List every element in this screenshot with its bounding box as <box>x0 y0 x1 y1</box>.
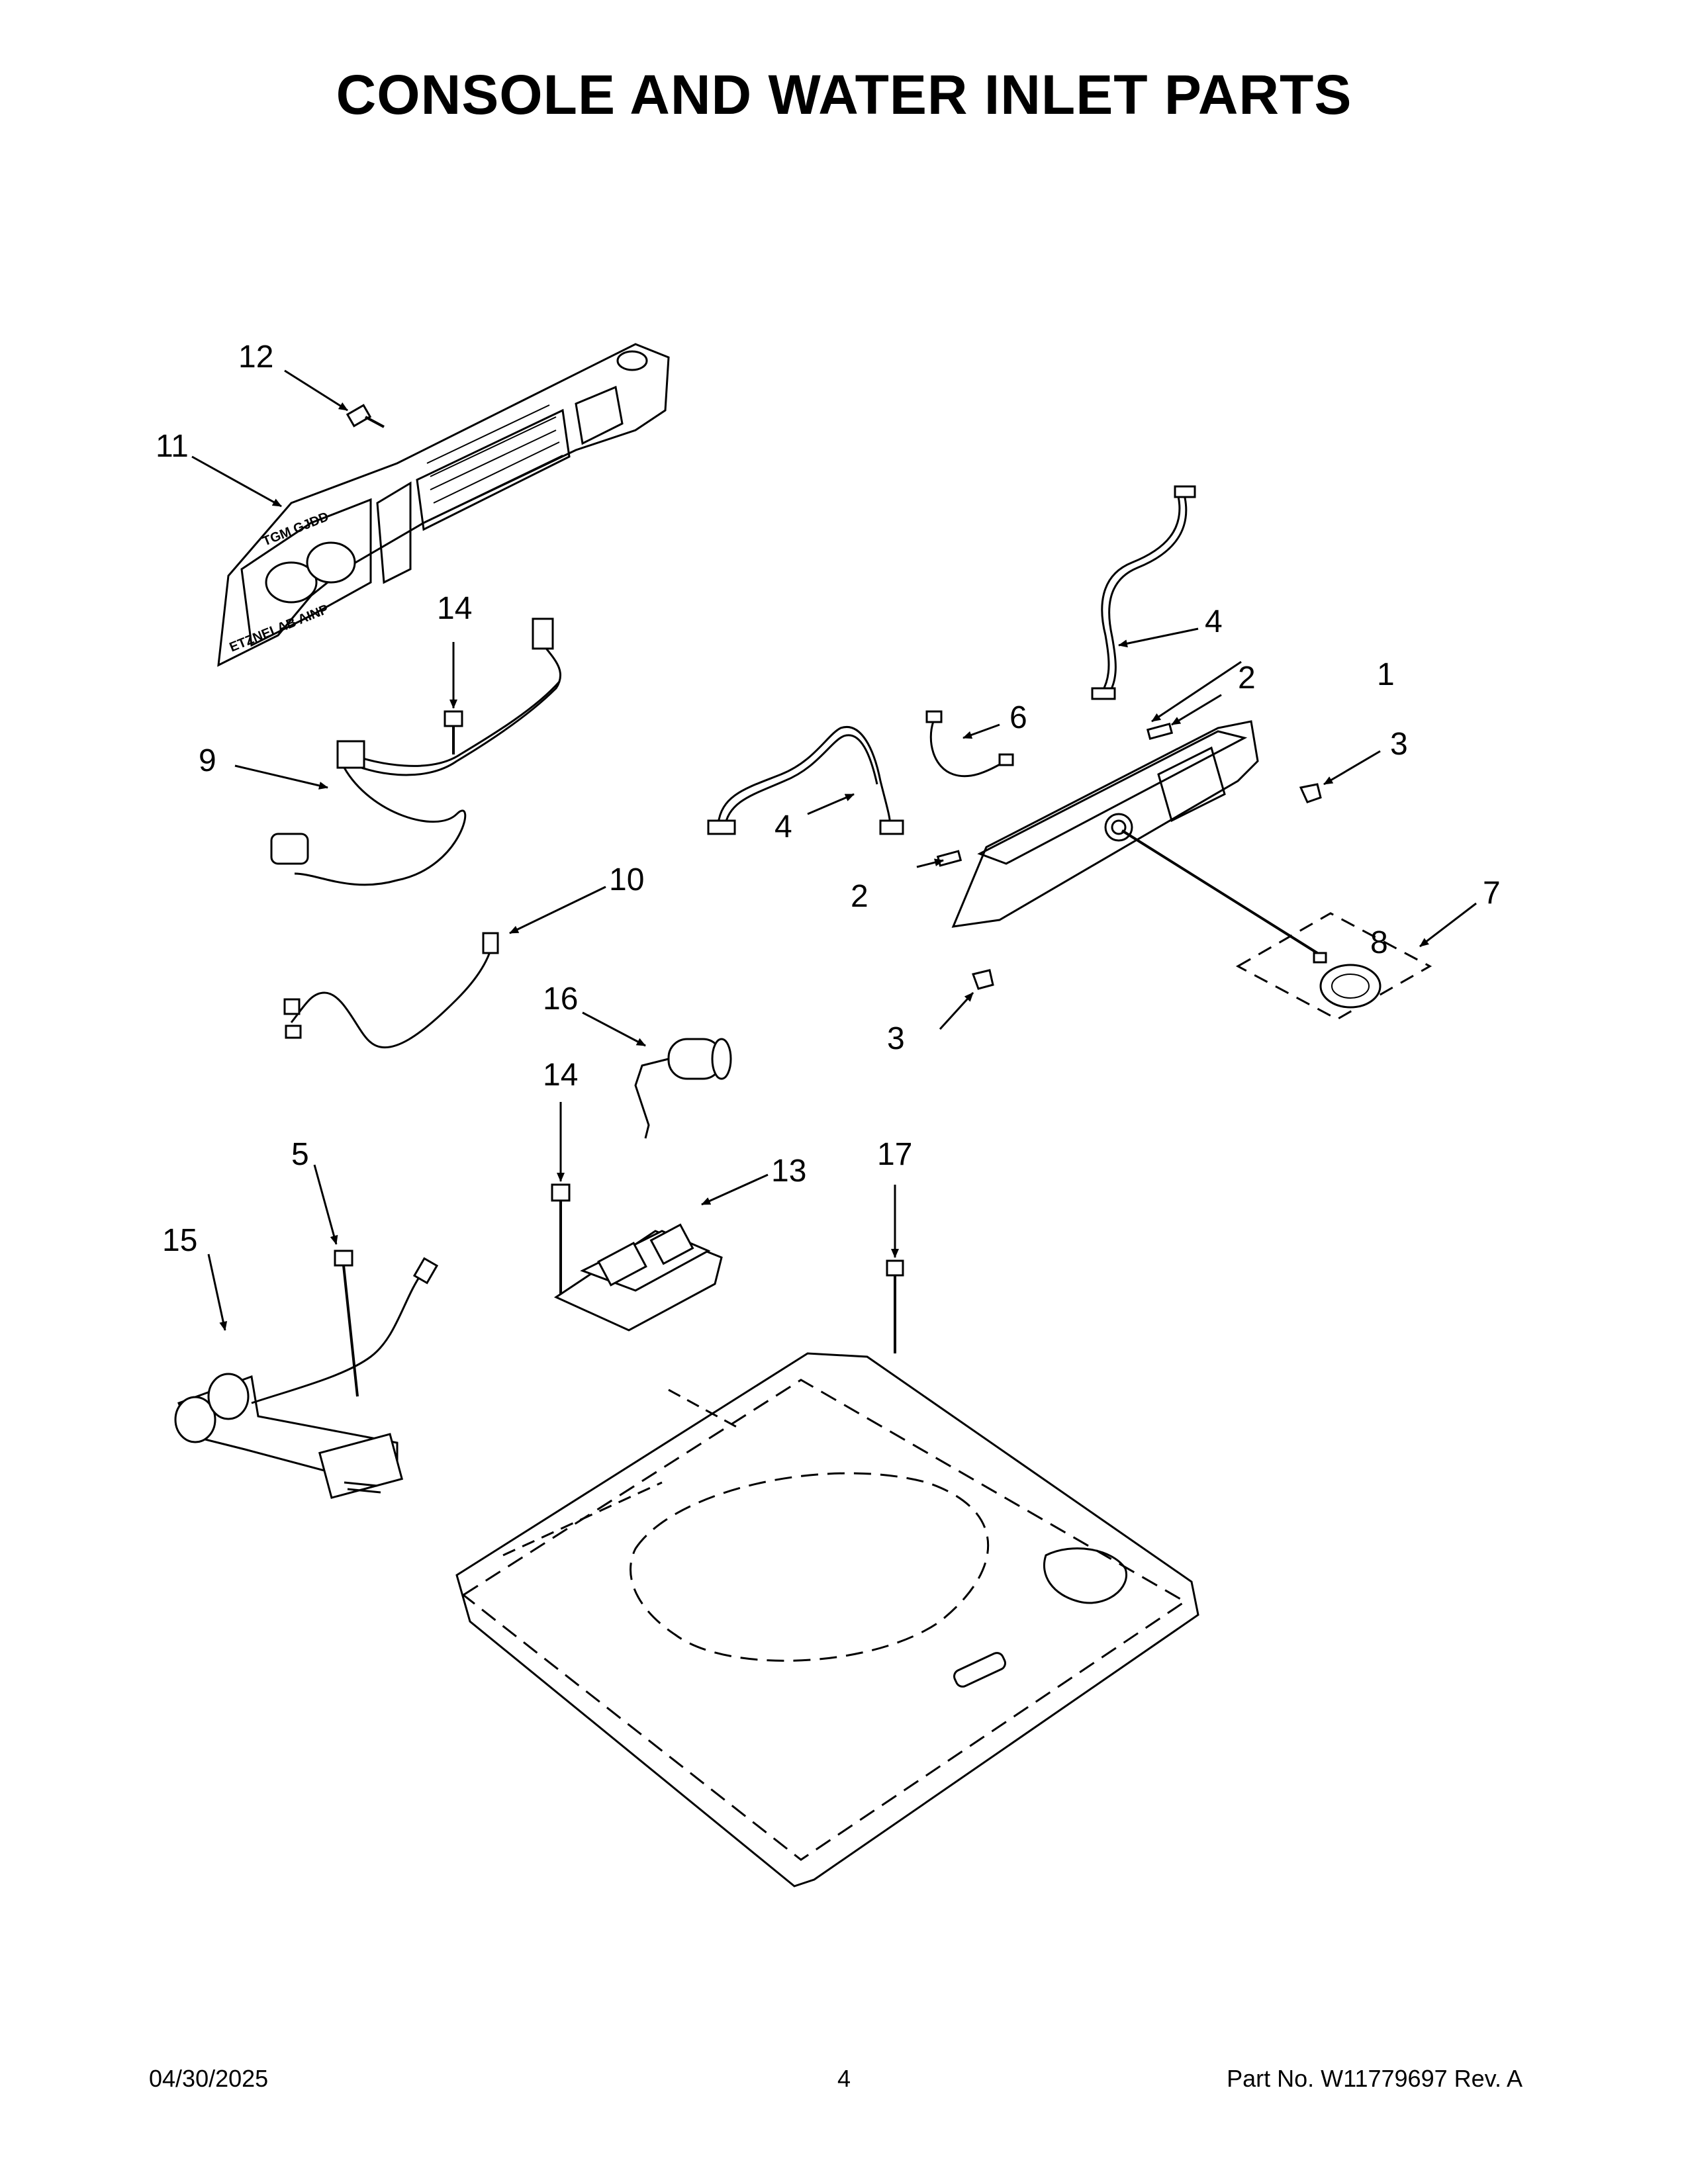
callout-6: 6 <box>1009 700 1027 735</box>
top-deck-frame <box>455 1352 1199 1888</box>
knob-assembly-7 <box>1121 829 1432 1021</box>
wire-harness-10 <box>283 932 499 1049</box>
wire-harness-4-upper <box>1091 485 1196 700</box>
callout-15: 15 <box>162 1223 197 1258</box>
callout-8: 8 <box>1370 925 1388 960</box>
callout-2b: 2 <box>851 879 868 914</box>
wire-harness-6 <box>925 710 1014 778</box>
callout-11: 11 <box>156 429 189 464</box>
screw-17 <box>886 1259 904 1353</box>
callout-16: 16 <box>543 981 578 1017</box>
screw-12 <box>346 404 385 428</box>
page-title: CONSOLE AND WATER INLET PARTS <box>336 64 1352 126</box>
callout-14b: 14 <box>543 1058 578 1093</box>
footer-page-number: 4 <box>837 2065 851 2092</box>
control-board-13 <box>553 1223 723 1332</box>
callout-5: 5 <box>291 1137 309 1172</box>
wire-harness-9 <box>270 617 561 886</box>
callout-9: 9 <box>199 743 216 778</box>
knob <box>1319 964 1382 1009</box>
callout-3b: 3 <box>887 1021 905 1056</box>
leader-arrows <box>191 369 1477 1331</box>
footer-part-number: Part No. W11779697 Rev. A <box>1227 2065 1523 2092</box>
callout-7: 7 <box>1483 876 1501 911</box>
footer-date: 04/30/2025 <box>149 2065 269 2092</box>
clip-3-lower <box>972 969 994 990</box>
knob-insert-8 <box>1313 952 1327 964</box>
callout-14a: 14 <box>437 591 472 626</box>
water-valve-15 <box>174 1257 439 1499</box>
callout-2a: 2 <box>1238 660 1256 696</box>
callout-4b: 4 <box>774 809 792 844</box>
screw-5 <box>334 1250 359 1397</box>
screw-14-lower <box>551 1183 571 1297</box>
screw-14-upper <box>444 710 463 754</box>
callout-3a: 3 <box>1390 727 1408 762</box>
callout-4a: 4 <box>1205 604 1223 639</box>
clip-2-upper <box>1146 723 1174 740</box>
callout-1: 1 <box>1377 657 1395 692</box>
callout-17: 17 <box>877 1137 912 1172</box>
clip-3-upper <box>1299 783 1322 803</box>
capacitor-16 <box>634 1038 732 1139</box>
clip-2-lower <box>936 850 962 867</box>
wire-harness-4-lower <box>707 726 904 835</box>
callout-12: 12 <box>238 340 273 375</box>
callout-13: 13 <box>771 1154 806 1189</box>
console-1 <box>951 720 1259 928</box>
callout-10: 10 <box>609 862 644 897</box>
